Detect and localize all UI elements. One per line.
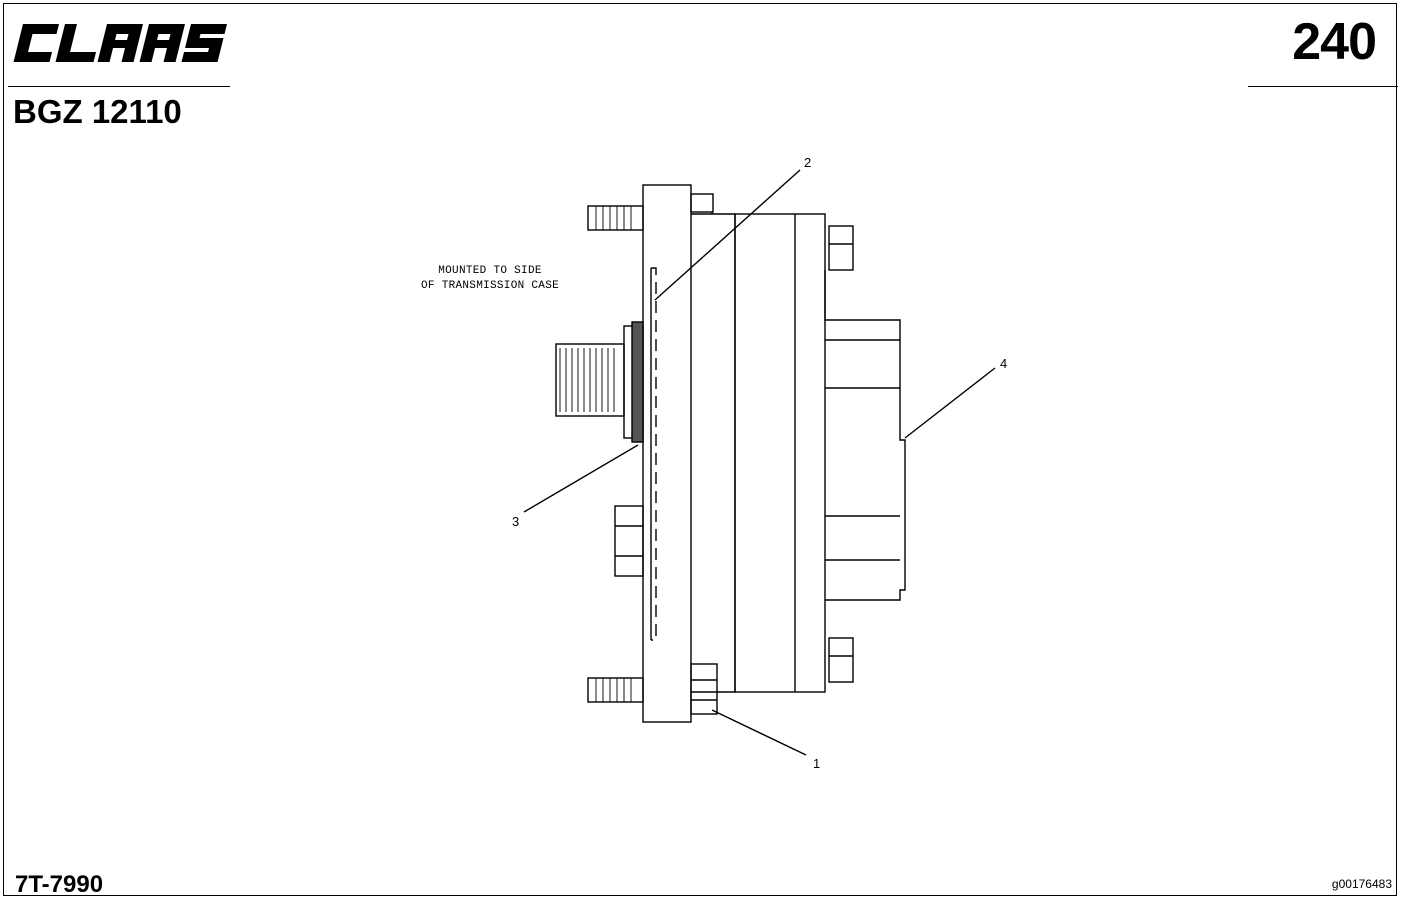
gasket-dashed (651, 267, 657, 641)
note-line-1: MOUNTED TO SIDE (438, 265, 542, 277)
bolt-top-right (828, 225, 854, 271)
pump-body (734, 213, 826, 693)
image-id: g00176483 (1331, 877, 1392, 891)
bolt-middle-left (614, 505, 644, 577)
part-number: 7T-7990 (15, 871, 104, 898)
bolt-bottom-plate (690, 663, 718, 715)
bolt-top-plate (690, 193, 714, 213)
mounting-plate (642, 184, 692, 723)
callout-1: 1 (813, 756, 820, 771)
leader-2 (654, 169, 801, 301)
bolt-bottom-right (828, 637, 854, 683)
mounting-note: MOUNTED TO SIDE OF TRANSMISSION CASE (400, 264, 580, 294)
stud-bottom-left (587, 677, 644, 703)
leader-4 (904, 367, 996, 439)
callout-4: 4 (1000, 356, 1007, 371)
stud-top-left (587, 205, 644, 231)
claas-logo (13, 24, 228, 62)
header-rule-right (1248, 86, 1398, 87)
callout-3: 3 (512, 514, 519, 529)
spacer-body (691, 213, 736, 693)
leader-3 (523, 444, 639, 513)
callout-2: 2 (804, 155, 811, 170)
page-number: 240 (1292, 13, 1377, 71)
header-rule-left (8, 86, 230, 87)
pump-rear-housing (824, 270, 906, 601)
group-number: BGZ 12110 (13, 93, 182, 130)
leader-1 (711, 709, 807, 756)
drawing-frame (3, 3, 1397, 896)
note-line-2: OF TRANSMISSION CASE (420, 280, 560, 292)
